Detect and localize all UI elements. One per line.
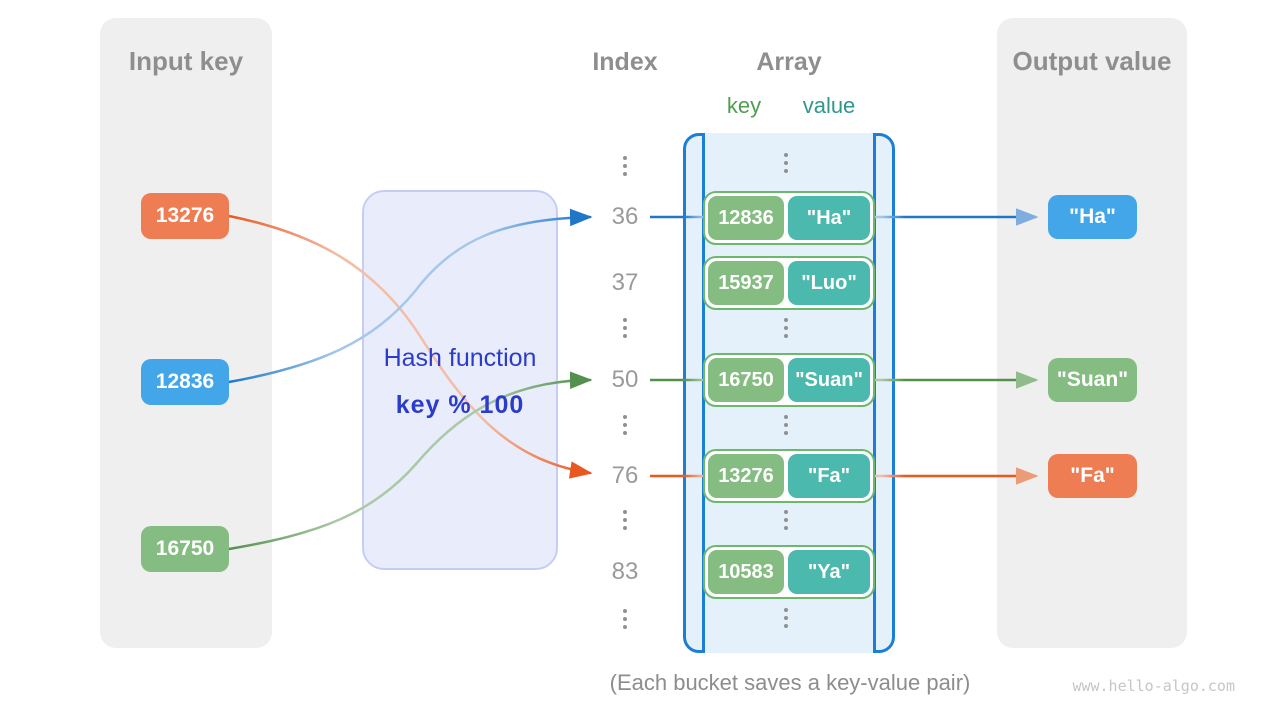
diagram-caption: (Each bucket saves a key-value pair): [609, 670, 971, 695]
pair-key: 16750: [708, 358, 784, 402]
pair-value: "Fa": [788, 454, 870, 498]
bucket-pair: 16750 "Suan": [703, 353, 875, 407]
input-key-box: 13276: [141, 193, 229, 239]
vertical-ellipsis-icon: [621, 415, 629, 435]
pair-key: 10583: [708, 550, 784, 594]
vertical-ellipsis-icon: [782, 415, 790, 435]
vertical-ellipsis-icon: [782, 510, 790, 530]
input-key-heading: Input key: [128, 46, 244, 76]
output-value-panel: [997, 18, 1187, 648]
array-heading: Array: [756, 48, 822, 76]
pair-value: "Luo": [788, 261, 870, 305]
vertical-ellipsis-icon: [782, 153, 790, 173]
index-value: 76: [611, 462, 639, 489]
pair-key: 13276: [708, 454, 784, 498]
bucket-pair: 10583 "Ya": [703, 545, 875, 599]
array-key-column-label: key: [726, 93, 762, 118]
pair-value: "Ha": [788, 196, 870, 240]
pair-key: 15937: [708, 261, 784, 305]
index-value: 50: [611, 366, 639, 393]
watermark: www.hello-algo.com: [1072, 677, 1235, 695]
index-value: 83: [611, 558, 639, 585]
pair-key: 12836: [708, 196, 784, 240]
index-heading: Index: [592, 48, 658, 76]
input-key-box: 12836: [141, 359, 229, 405]
bucket-pair: 15937 "Luo": [703, 256, 875, 310]
pair-value: "Ya": [788, 550, 870, 594]
output-value-box: "Fa": [1048, 454, 1137, 498]
bucket-pair: 12836 "Ha": [703, 191, 875, 245]
vertical-ellipsis-icon: [621, 156, 629, 176]
array-value-column-label: value: [802, 93, 856, 118]
vertical-ellipsis-icon: [782, 318, 790, 338]
vertical-ellipsis-icon: [621, 318, 629, 338]
index-value: 36: [611, 203, 639, 230]
hash-function-formula: key % 100: [395, 391, 525, 419]
vertical-ellipsis-icon: [621, 609, 629, 629]
index-value: 37: [611, 269, 639, 296]
bucket-pair: 13276 "Fa": [703, 449, 875, 503]
vertical-ellipsis-icon: [782, 608, 790, 628]
hash-function-title: Hash function: [383, 344, 537, 372]
output-value-box: "Suan": [1048, 358, 1137, 402]
pair-value: "Suan": [788, 358, 870, 402]
output-value-box: "Ha": [1048, 195, 1137, 239]
output-value-heading: Output value: [1012, 46, 1172, 76]
vertical-ellipsis-icon: [621, 510, 629, 530]
input-key-box: 16750: [141, 526, 229, 572]
